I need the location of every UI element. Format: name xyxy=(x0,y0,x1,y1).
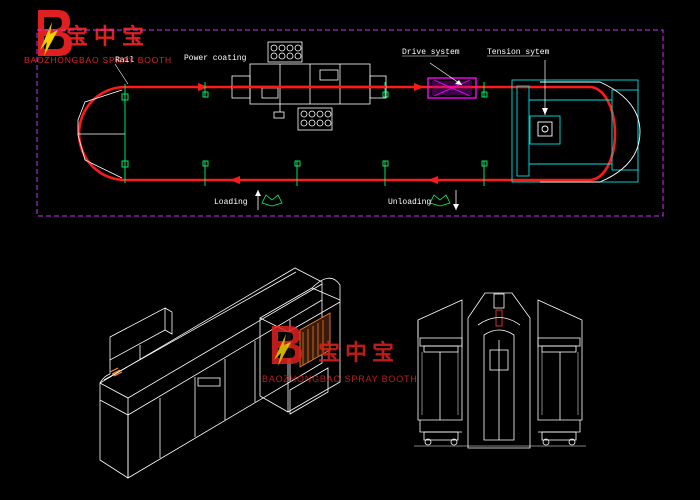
label-rail: Rail xyxy=(115,56,134,65)
watermark-en-text: BAOZHONGBAO SPRAY BOOTH xyxy=(262,374,418,384)
watermark-mark-icon xyxy=(272,326,302,366)
brand-cn-text: 宝中宝 xyxy=(66,24,150,50)
label-powder-coating: Power coating xyxy=(184,54,247,63)
drive-system-unit xyxy=(427,62,477,99)
watermark-logo: 宝中宝 BAOZHONGBAO SPRAY BOOTH xyxy=(262,326,418,384)
label-loading: Loading xyxy=(214,198,248,207)
conveyor-track xyxy=(77,85,617,182)
left-end-guard xyxy=(77,89,123,179)
brand-mark-icon xyxy=(38,10,72,56)
label-drive-system: Drive system xyxy=(402,48,460,57)
isometric-booth-view xyxy=(99,267,341,479)
brand-logo: 宝中宝 BAOZHONGBAO SPRAY BOOTH xyxy=(24,10,172,65)
brand-en-text: BAOZHONGBAO SPRAY BOOTH xyxy=(24,55,172,65)
unloading-hook-icon xyxy=(429,190,459,210)
loading-hook-icon xyxy=(255,190,283,210)
track-support-posts xyxy=(121,82,488,186)
track-direction-arrows xyxy=(198,83,438,184)
plan-view: Rail Power coating Drive system Tension … xyxy=(36,29,664,217)
plan-boundary xyxy=(36,29,664,217)
tension-system-unit xyxy=(511,60,641,183)
label-unloading: Unloading xyxy=(388,198,431,207)
watermark-cn-text: 宝中宝 xyxy=(318,340,399,366)
front-elevation-view xyxy=(414,292,586,449)
label-tension-system: Tension sytem xyxy=(487,48,550,57)
